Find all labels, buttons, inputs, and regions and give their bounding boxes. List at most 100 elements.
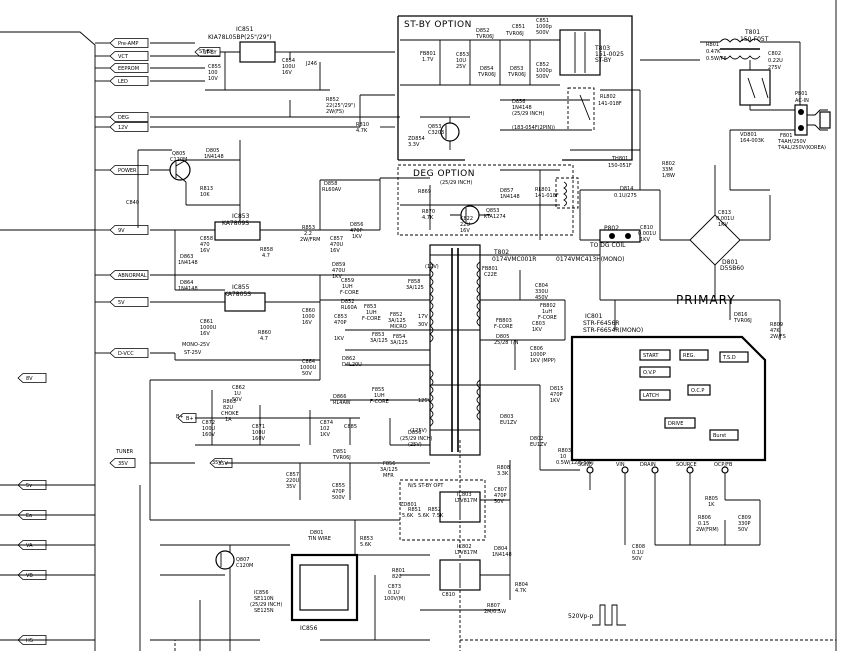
power-switch [739,69,771,106]
ic801-label: IC801 [585,313,603,320]
part-label: IC856 [254,590,269,596]
part-label: RL801 [535,187,551,193]
part-label: 16V [302,320,312,326]
connector-far-ea-text: Ea [26,513,32,519]
part-label: C809 [738,515,751,521]
ns-standby-option: N/S ST-BY OPT [408,483,444,489]
part-label: D814 [620,186,633,192]
t803-sub: ST-BY [595,57,612,64]
part-label: F853 [364,304,376,310]
part-label: SE125N [254,608,274,614]
connector-tuner-35v: 35V [109,458,136,468]
part-label: P801 [795,91,808,97]
part-label: R805 [705,496,718,502]
part-label: D858 [324,181,337,187]
part-label: 1KV [352,234,362,240]
part-label: C855 [332,483,345,489]
ic855-part: KA7805S [224,291,251,298]
part-label: 0.1U/275 [614,193,637,199]
part-label: IC802 [457,544,472,550]
part-label: 0.1U [388,590,400,596]
part-label: C851 [536,18,549,24]
part-label: 164-003K [740,138,765,144]
part-label: C874 [320,420,333,426]
part-label: F-CORE [340,290,359,296]
connector-vct-text: VCT [118,54,129,60]
part-label: 2W/FS [770,334,786,340]
part-label: C855 [208,64,221,70]
primary-title: PRIMARY [676,293,736,307]
connector-pre-amp: Pre-AMP [109,38,149,48]
part-label: 10U [456,58,466,64]
transistor-q853-deg [460,205,480,225]
deg-coil-connector-p802 [599,229,641,243]
part-label: 1K [708,502,715,508]
part-label: 17V [418,314,428,320]
part-label: AC-IN [795,98,809,104]
part-label: R807 [487,603,500,609]
part-label: D862 [342,356,355,362]
part-label: C858 [200,236,213,242]
part-label: 2.2 [304,231,312,237]
d801-label: D801 [722,259,738,266]
part-label: C803 [532,321,545,327]
part-label: F856 [383,461,395,467]
part-label: F854 [393,334,405,340]
part-label: D852 [341,299,354,305]
part-label: C120M [236,563,253,569]
part-label: 330U [535,289,549,295]
p802-note: TO DG COIL [589,242,626,249]
ic855-label: IC855 [232,284,250,291]
part-label: FB801 [420,51,436,57]
part-label: D803 [500,414,513,420]
part-label: F-CORE [370,399,389,405]
part-label: 3A/125 [406,285,424,291]
part-label: D804 [494,546,507,552]
part-label: (12V) [425,264,439,270]
part-label: 3.3V [408,142,420,148]
part-label: 500V [536,30,550,36]
part-label: 5.6K [418,513,430,519]
part-label: 0.001U [638,231,656,237]
part-label: 1UH [342,284,353,290]
part-label: Q807 [236,557,249,563]
part-label: 1N4148 [512,105,532,111]
part-label: 4.7 [260,336,268,342]
part-label: 3A/125 [380,467,398,473]
transistor-q807 [215,550,235,570]
part-label: LTV817M [455,550,477,556]
ic851-part: KIA78L05BP(25"/29") [208,34,272,41]
ic801-block-burst: Burst [709,429,739,441]
connector-deg: DEG [109,112,149,122]
part-label: 160V [202,432,216,438]
part-label: (25/29 INCH) [400,436,432,442]
part-label: 1000 [302,314,315,320]
part-label: 2W(FRM) [696,527,719,533]
part-label: D4L20U [342,362,362,368]
ic801-block-text: T.S.D [722,355,736,361]
t802-alt-part: 0174VMC413H(MONO) [556,256,625,263]
ic801-block-text: REG. [683,353,696,359]
part-label: ST-25V [184,350,202,356]
part-label: 1000P [530,352,546,358]
part-label: 141-018F [598,101,622,107]
part-labels: R8010.47K0.5W/F6C8020.22U275VP801AC-INF8… [115,18,826,615]
part-label: ZD854 [408,136,425,142]
part-label: 3.3K [497,471,509,477]
part-label: R860 [258,330,271,336]
part-label: 450V [535,295,549,301]
t802-part: 0174VMC001R [492,256,536,263]
part-label: 500V [332,495,346,501]
ic801-part-b: STR-F6654R(MONO) [583,327,643,334]
ic801-block-reg-: REG. [679,349,709,361]
part-label: Q853 [486,208,499,214]
connector-far-hs-text: HS [26,638,33,644]
part-label: C810 [442,592,455,598]
part-label: C851 [512,24,525,30]
part-label: TUNER [115,449,134,455]
ic801-block-o-v-p: O.V.P [639,366,671,378]
part-label: 22(25"/29") [326,103,355,109]
part-label: R853 [360,536,373,542]
connector-9v-text: 9V [118,228,125,234]
t802-label: T802 [493,249,509,256]
